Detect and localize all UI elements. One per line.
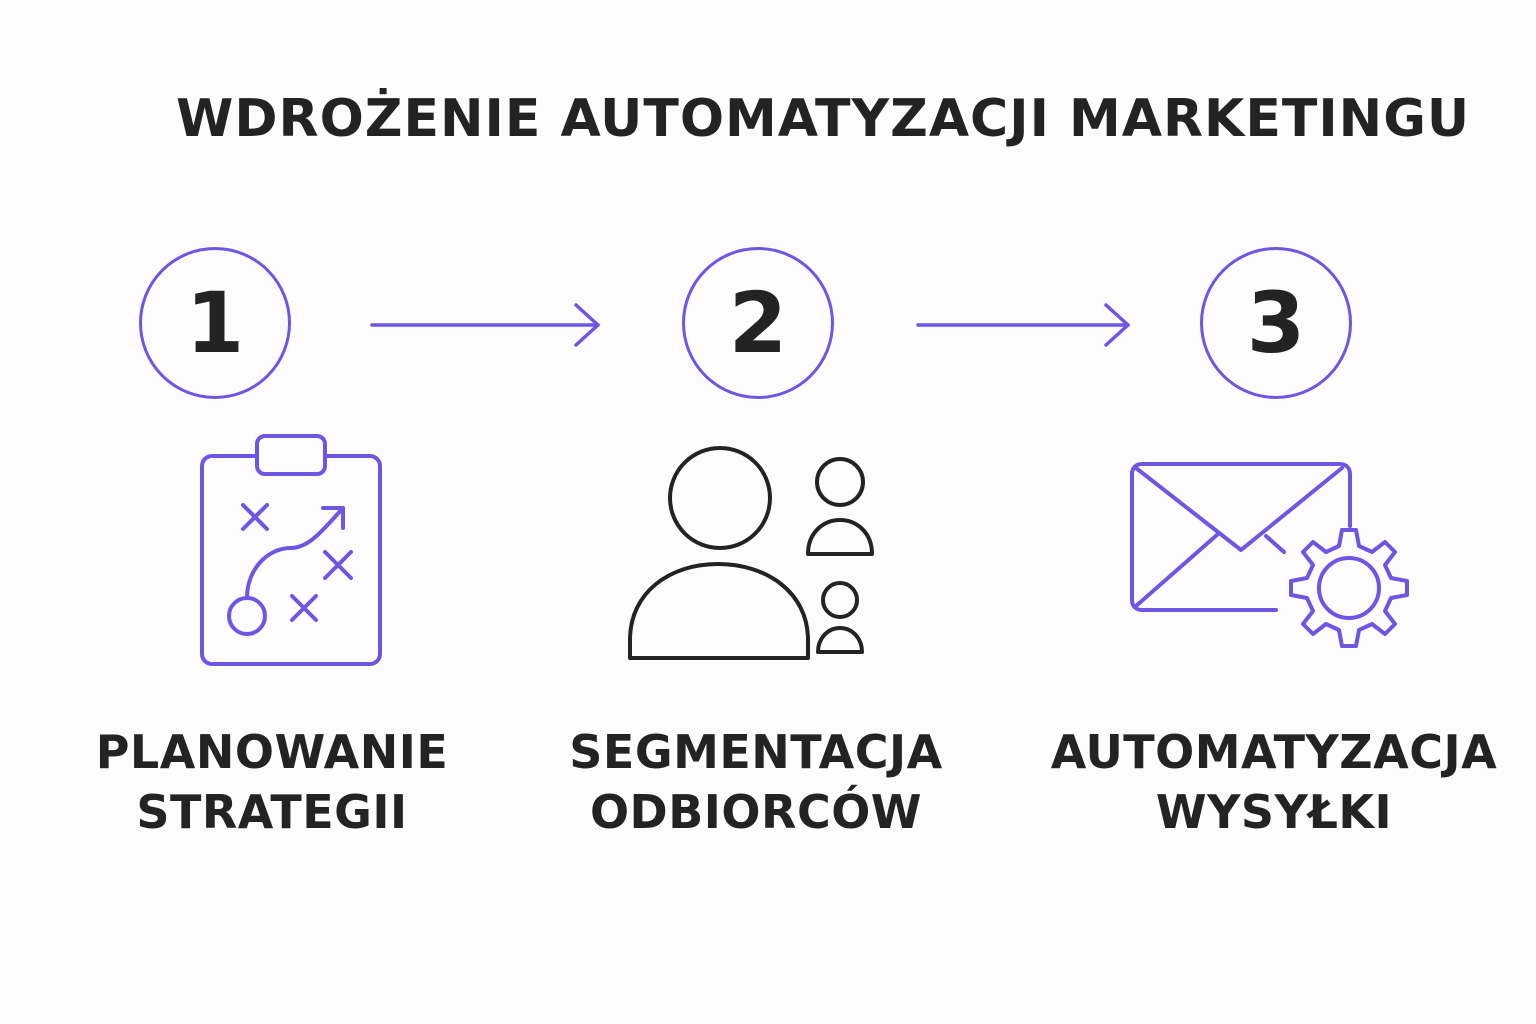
step-1-number-circle: 1 (139, 247, 291, 399)
arrow-right-icon (916, 303, 1130, 347)
step-1-label-line-1: PLANOWANIE (95, 725, 449, 779)
diagram-title: WDROŻENIE AUTOMATYZACJI MARKETINGU (176, 89, 1471, 149)
step-3-number-circle: 3 (1200, 247, 1352, 399)
step-2-number-circle: 2 (682, 247, 834, 399)
step-3-label-line-2: WYSYŁKI (1155, 785, 1393, 839)
step-1-number: 1 (185, 274, 245, 372)
step-2-label: SEGMENTACJA ODBIORCÓW (496, 722, 1016, 842)
step-1-label-line-2: STRATEGII (136, 785, 408, 839)
strategy-clipboard-icon (200, 434, 382, 666)
step-1-label: PLANOWANIE STRATEGII (12, 722, 532, 842)
step-3-label: AUTOMATYZACJA WYSYŁKI (1014, 722, 1534, 842)
step-2-label-line-2: ODBIORCÓW (589, 785, 923, 839)
step-3-number: 3 (1246, 274, 1306, 372)
step-2-label-line-1: SEGMENTACJA (569, 725, 943, 779)
arrow-right-icon (370, 303, 600, 347)
audience-segment-icon (628, 446, 874, 660)
email-gear-icon (1130, 462, 1409, 648)
step-3-label-line-1: AUTOMATYZACJA (1050, 725, 1498, 779)
step-2-number: 2 (728, 274, 788, 372)
